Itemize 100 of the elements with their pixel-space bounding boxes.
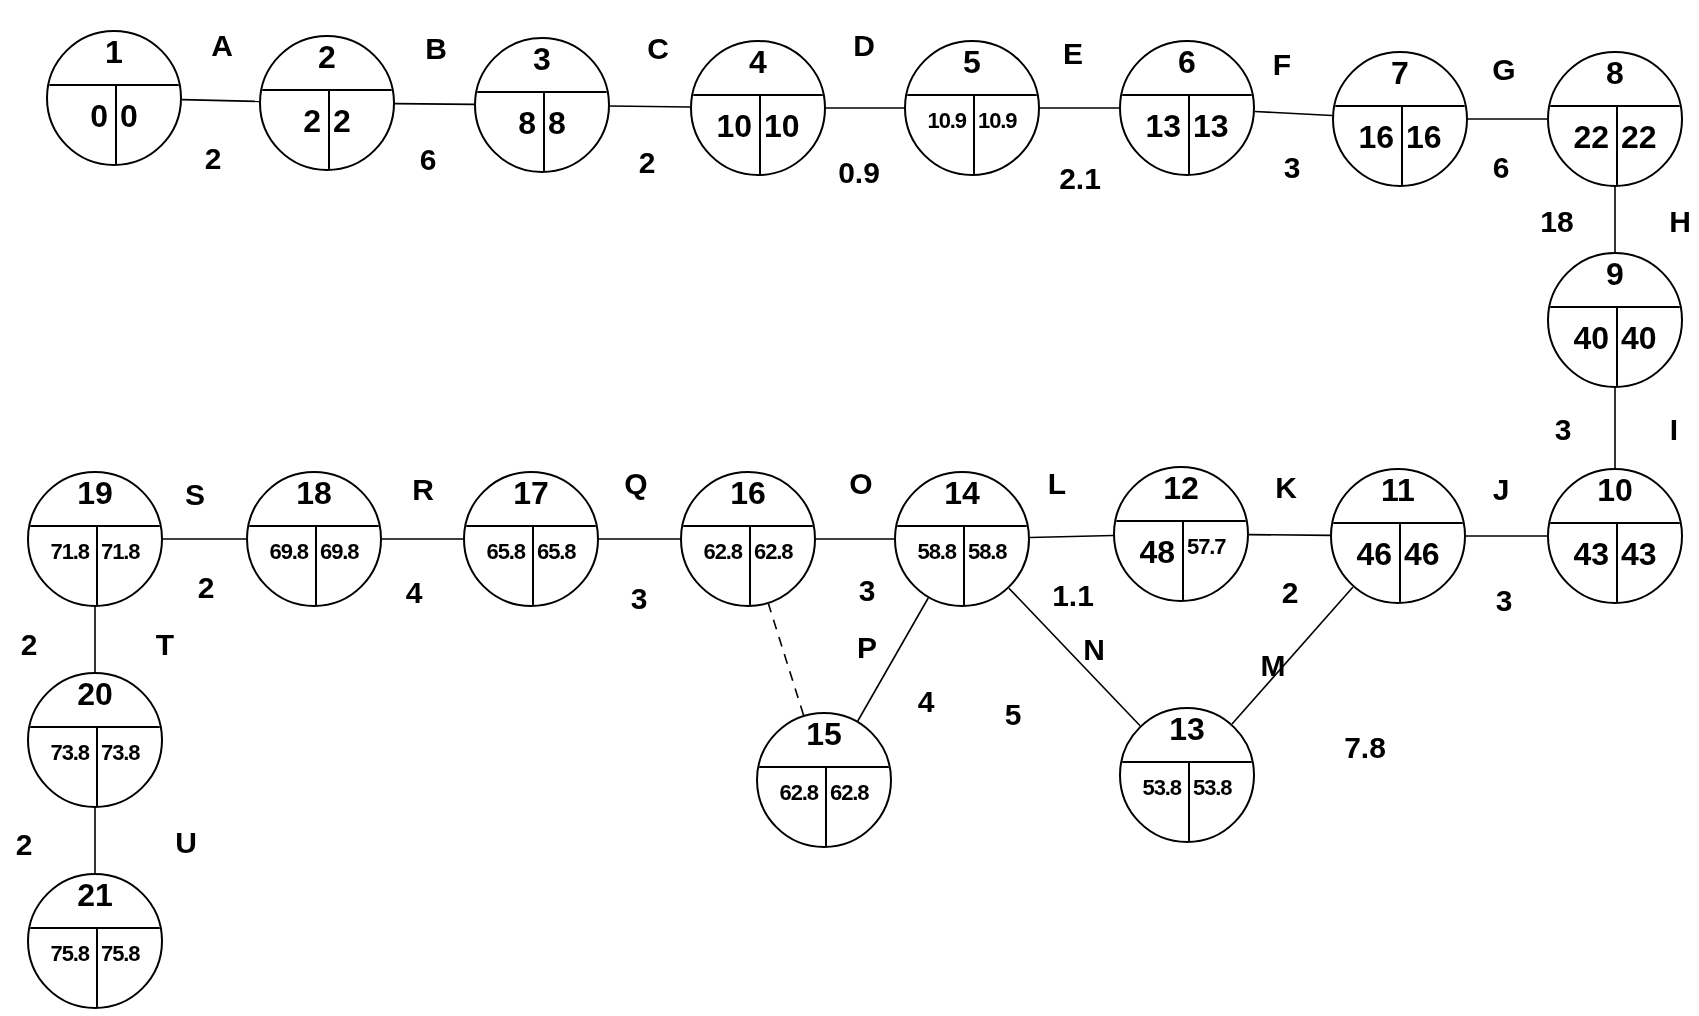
earliest-time: 0 <box>90 100 108 132</box>
connector-line <box>1254 110 1333 117</box>
earliest-time: 53.8 <box>1142 777 1181 799</box>
activity-letter: O <box>849 469 873 499</box>
earliest-time: 10 <box>716 110 752 142</box>
latest-time: 73.8 <box>101 742 140 764</box>
activity-letter: S <box>185 480 205 510</box>
activity-duration: 3 <box>630 584 648 614</box>
connector-line <box>181 98 260 103</box>
activity-duration: 4 <box>405 578 423 608</box>
earliest-time: 71.8 <box>50 541 89 563</box>
latest-time: 0 <box>120 100 138 132</box>
activity-duration: 2.1 <box>1059 164 1101 194</box>
earliest-time: 62.8 <box>779 782 818 804</box>
event-number: 9 <box>1606 258 1624 290</box>
activity-letter: E <box>1063 39 1083 69</box>
earliest-time: 58.8 <box>917 541 956 563</box>
latest-time: 13 <box>1193 110 1229 142</box>
latest-time: 62.8 <box>754 541 793 563</box>
connector-line <box>1008 587 1141 727</box>
event-number: 4 <box>749 46 767 78</box>
connector-line <box>825 107 905 109</box>
connector-line <box>815 538 895 540</box>
activity-letter: N <box>1083 635 1105 665</box>
activity-letter: C <box>647 34 669 64</box>
activity-duration: 18 <box>1540 207 1574 237</box>
latest-time: 62.8 <box>830 782 869 804</box>
connector-line <box>1231 586 1354 725</box>
activity-letter: F <box>1272 50 1292 80</box>
activity-letter: R <box>412 475 434 505</box>
connector-line <box>1614 387 1616 469</box>
latest-time: 22 <box>1621 121 1657 153</box>
connector-line <box>381 538 464 540</box>
connector-line <box>94 807 96 874</box>
activity-duration: 7.8 <box>1344 733 1386 763</box>
activity-letter: G <box>1492 55 1516 85</box>
event-number: 5 <box>963 46 981 78</box>
event-number: 3 <box>533 43 551 75</box>
earliest-time: 13 <box>1145 110 1181 142</box>
activity-letter: J <box>1492 475 1510 505</box>
activity-duration: 3 <box>1283 153 1301 183</box>
activity-letter: U <box>175 828 197 858</box>
event-number: 21 <box>77 879 113 911</box>
activity-letter: K <box>1275 473 1297 503</box>
connector-line <box>94 606 96 673</box>
event-number: 13 <box>1169 713 1205 745</box>
earliest-time: 8 <box>518 107 536 139</box>
activity-letter: T <box>155 630 175 660</box>
activity-duration: 4 <box>917 687 935 717</box>
event-number: 2 <box>318 41 336 73</box>
latest-time: 71.8 <box>101 541 140 563</box>
connector-line <box>162 538 247 540</box>
earliest-time: 69.8 <box>269 541 308 563</box>
connector-line <box>598 538 681 540</box>
earliest-time: 75.8 <box>50 943 89 965</box>
earliest-time: 43 <box>1573 538 1609 570</box>
activity-duration: 2 <box>15 830 33 860</box>
event-number: 8 <box>1606 57 1624 89</box>
earliest-time: 16 <box>1358 121 1394 153</box>
earliest-time: 2 <box>303 105 321 137</box>
event-number: 10 <box>1597 474 1633 506</box>
activity-letter: A <box>211 31 233 61</box>
latest-time: 75.8 <box>101 943 140 965</box>
connector-line <box>1467 118 1548 120</box>
event-number: 20 <box>77 678 113 710</box>
activity-letter: B <box>425 34 447 64</box>
earliest-time: 62.8 <box>703 541 742 563</box>
event-number: 12 <box>1163 472 1199 504</box>
event-number: 16 <box>730 477 766 509</box>
connector-line <box>1614 186 1616 253</box>
latest-time: 57.7 <box>1187 536 1226 558</box>
activity-duration: 2 <box>20 630 38 660</box>
activity-letter: M <box>1260 651 1286 681</box>
earliest-time: 10.9 <box>927 110 966 132</box>
activity-duration: 2 <box>204 144 222 174</box>
latest-time: 40 <box>1621 322 1657 354</box>
activity-letter: P <box>857 633 877 663</box>
latest-time: 16 <box>1406 121 1442 153</box>
connector-line <box>1465 535 1548 537</box>
connector-line <box>1029 534 1114 539</box>
activity-letter: Q <box>624 469 648 499</box>
activity-duration: 1.1 <box>1052 581 1094 611</box>
activity-duration: 2 <box>197 573 215 603</box>
latest-time: 65.8 <box>537 541 576 563</box>
connector-line <box>1248 533 1331 537</box>
event-number: 15 <box>806 718 842 750</box>
event-number: 14 <box>944 477 980 509</box>
earliest-time: 48 <box>1139 536 1175 568</box>
activity-letter: I <box>1669 415 1679 445</box>
connector-line <box>609 105 691 108</box>
activity-letter: L <box>1047 469 1067 499</box>
latest-time: 58.8 <box>968 541 1007 563</box>
connector-line <box>1039 107 1120 109</box>
activity-duration: 0.9 <box>838 158 880 188</box>
earliest-time: 40 <box>1573 322 1609 354</box>
activity-duration: 6 <box>419 145 437 175</box>
activity-duration: 2 <box>638 148 656 178</box>
earliest-time: 46 <box>1356 538 1392 570</box>
event-number: 1 <box>105 36 123 68</box>
activity-letter: D <box>853 31 875 61</box>
